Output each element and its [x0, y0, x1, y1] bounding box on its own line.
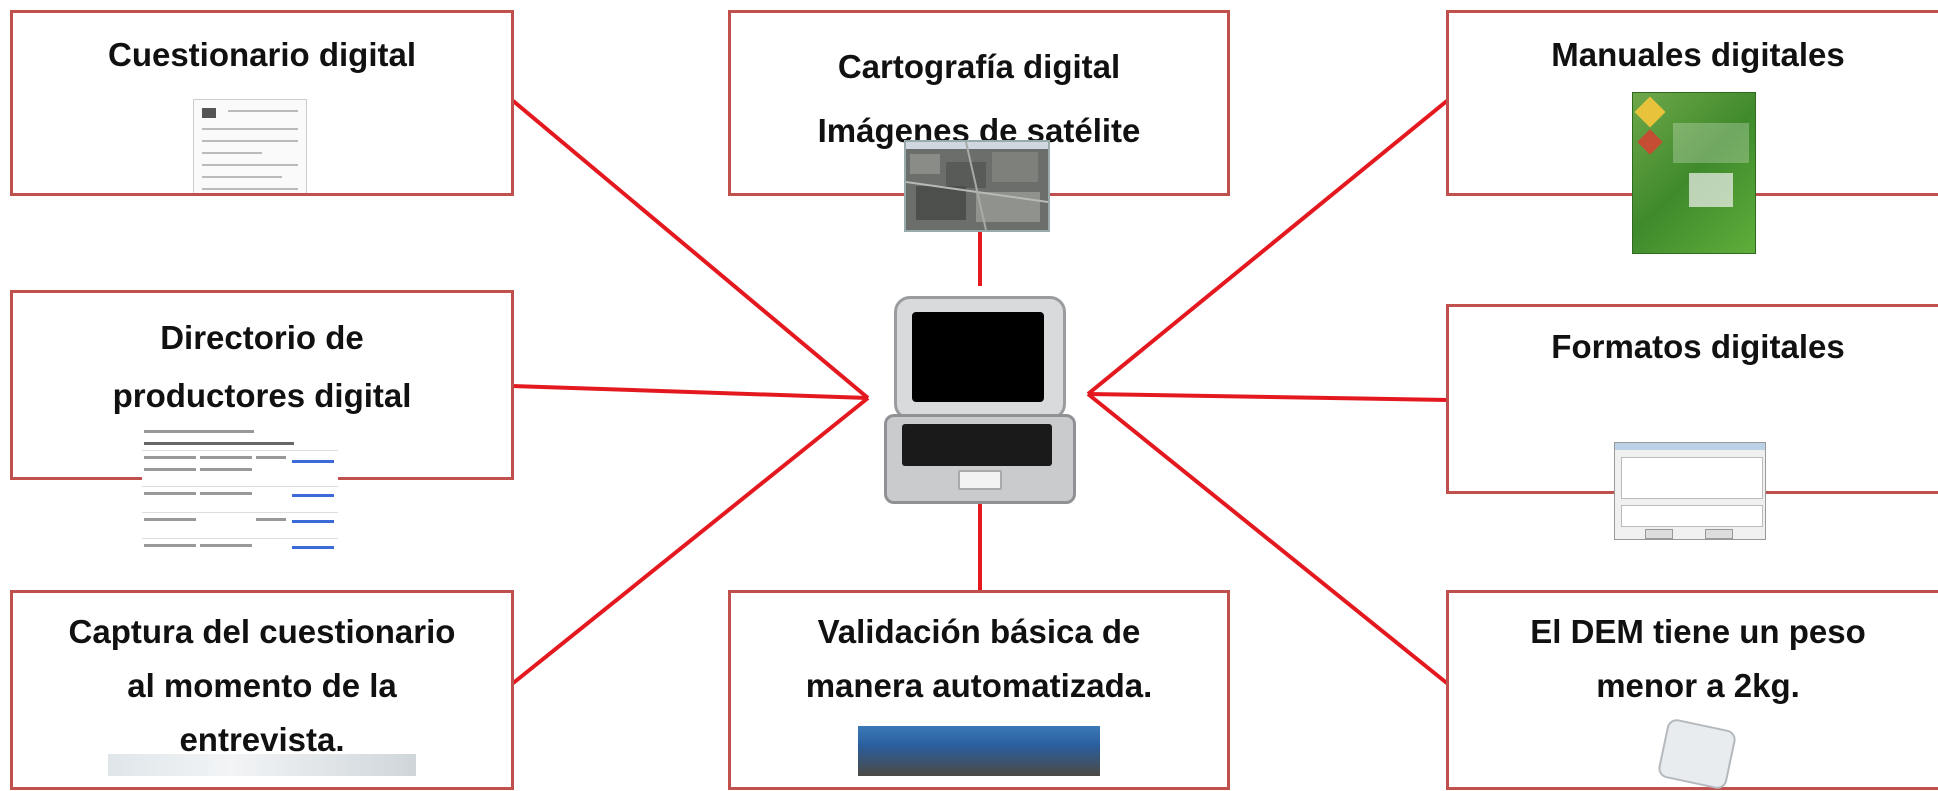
box-title: Validación básica de manera automatizada… — [805, 613, 1153, 704]
directory-table-thumbnail — [142, 428, 338, 564]
connector-directorio — [511, 384, 869, 400]
censo-logo — [1689, 173, 1733, 207]
diagram-canvas: Cuestionario digital Cartografía digital… — [10, 10, 1938, 791]
diamond-icon — [1637, 129, 1663, 155]
validation-photo-thumbnail — [858, 726, 1100, 776]
connector-manuales — [1086, 98, 1450, 396]
questionnaire-thumbnail — [193, 99, 307, 193]
box-title: Captura del cuestionario al momento de l… — [68, 613, 456, 758]
laptop-icon — [880, 296, 1080, 504]
manual-title-area — [1673, 123, 1749, 163]
connector-formatos — [1087, 392, 1449, 402]
satellite-image-thumbnail — [904, 140, 1050, 232]
connector-lines — [510, 98, 1450, 686]
box-directorio-productores: Directorio de productores digital — [10, 290, 514, 480]
box-title: Directorio de productores digital — [112, 319, 412, 414]
box-title: Cartografía digital Imágenes de satélite — [817, 48, 1141, 149]
manual-cover-thumbnail — [1632, 92, 1756, 254]
connector-dem — [1086, 392, 1450, 686]
box-dem-peso: El DEM tiene un peso menor a 2kg. — [1446, 590, 1938, 790]
connector-captura — [510, 396, 870, 686]
diamond-icon — [1634, 96, 1666, 128]
connector-cuestionario — [510, 98, 870, 400]
satellite-texture — [906, 142, 1048, 230]
box-manuales-digitales: Manuales digitales — [1446, 10, 1938, 196]
box-title: Formatos digitales — [1551, 328, 1845, 365]
box-captura-cuestionario: Captura del cuestionario al momento de l… — [10, 590, 514, 790]
form-window-thumbnail — [1614, 442, 1766, 540]
box-title: Manuales digitales — [1551, 36, 1845, 73]
box-title: El DEM tiene un peso menor a 2kg. — [1530, 613, 1866, 704]
box-title: Cuestionario digital — [107, 36, 417, 73]
box-cuestionario-digital: Cuestionario digital — [10, 10, 514, 196]
capture-photo-thumbnail — [108, 754, 416, 776]
